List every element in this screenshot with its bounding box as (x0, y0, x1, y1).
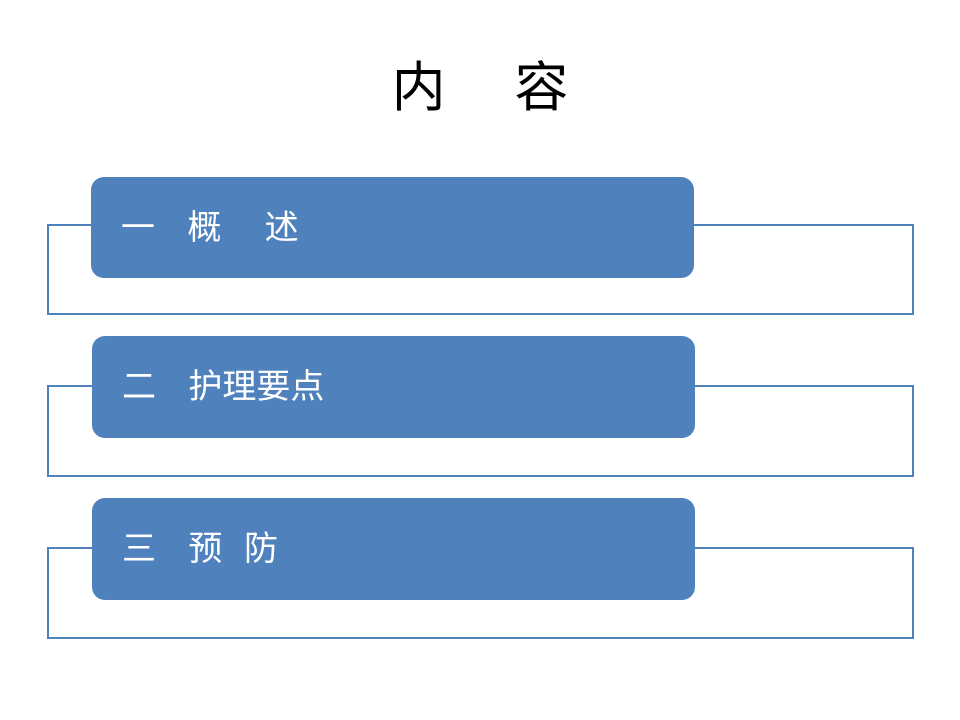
item-box-2[interactable]: 二 护理要点 (92, 336, 695, 438)
item-label-2: 二 护理要点 (122, 367, 325, 407)
item-label-1: 一 概 述 (121, 207, 299, 248)
item-label-3: 三 预 防 (122, 529, 279, 569)
slide-title: 内 容 (391, 56, 569, 119)
item-box-3[interactable]: 三 预 防 (92, 498, 695, 600)
item-box-1[interactable]: 一 概 述 (91, 177, 694, 278)
